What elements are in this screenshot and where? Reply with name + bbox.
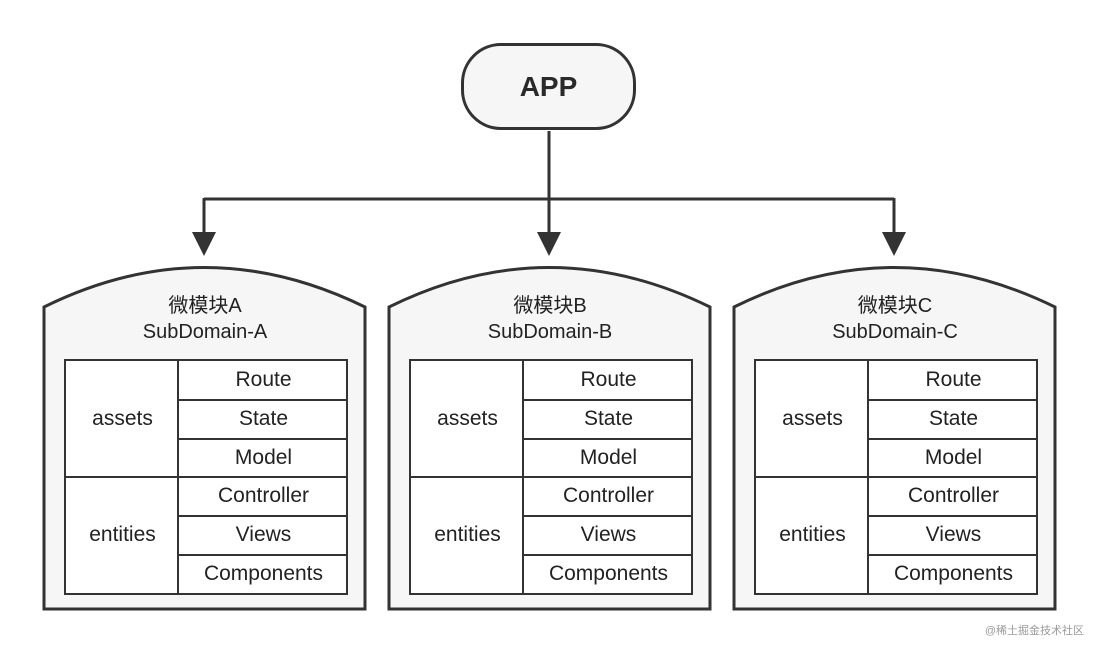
module-title-cn: 微模块C xyxy=(857,295,933,317)
module-a: 微模块A SubDomain-A assets entities Route S… xyxy=(44,262,366,611)
app-label: APP xyxy=(519,70,578,102)
grid-line xyxy=(524,554,691,556)
group-label-entities: entities xyxy=(434,523,501,546)
item-components: Components xyxy=(203,562,324,585)
grid-line xyxy=(869,515,1036,517)
item-views: Views xyxy=(235,523,292,546)
item-route: Route xyxy=(580,368,637,391)
item-model: Model xyxy=(924,446,983,469)
grid-line xyxy=(411,476,691,478)
grid-line xyxy=(869,438,1036,440)
module-title-en: SubDomain-A xyxy=(142,321,268,343)
item-model: Model xyxy=(579,446,638,469)
item-state: State xyxy=(583,407,634,430)
group-label-entities: entities xyxy=(89,523,156,546)
grid-line xyxy=(66,476,346,478)
item-views: Views xyxy=(925,523,982,546)
grid-line xyxy=(179,399,346,401)
grid-line xyxy=(179,515,346,517)
item-controller: Controller xyxy=(907,484,1000,507)
grid-line xyxy=(179,554,346,556)
group-label-assets: assets xyxy=(437,407,498,430)
item-controller: Controller xyxy=(217,484,310,507)
module-b: 微模块B SubDomain-B assets entities Route S… xyxy=(389,262,711,611)
grid-line xyxy=(524,399,691,401)
module-grid: assets entities Route State Model Contro… xyxy=(64,359,348,595)
item-components: Components xyxy=(548,562,669,585)
module-title-en: SubDomain-C xyxy=(832,321,958,343)
watermark: @稀土掘金技术社区 xyxy=(984,625,1084,637)
module-title-cn: 微模块B xyxy=(513,295,587,317)
item-controller: Controller xyxy=(562,484,655,507)
group-label-assets: assets xyxy=(782,407,843,430)
grid-line xyxy=(869,399,1036,401)
module-c: 微模块C SubDomain-C assets entities Route S… xyxy=(734,262,1056,611)
grid-line xyxy=(179,438,346,440)
item-views: Views xyxy=(580,523,637,546)
item-route: Route xyxy=(235,368,292,391)
group-label-entities: entities xyxy=(779,523,846,546)
module-grid: assets entities Route State Model Contro… xyxy=(409,359,693,595)
group-label-assets: assets xyxy=(92,407,153,430)
item-state: State xyxy=(238,407,289,430)
module-title-en: SubDomain-B xyxy=(487,321,613,343)
item-state: State xyxy=(928,407,979,430)
item-components: Components xyxy=(893,562,1014,585)
item-route: Route xyxy=(925,368,982,391)
grid-line xyxy=(869,554,1036,556)
item-model: Model xyxy=(234,446,293,469)
grid-line xyxy=(524,515,691,517)
grid-line xyxy=(756,476,1036,478)
module-title-cn: 微模块A xyxy=(168,295,242,317)
app-node: APP xyxy=(461,43,636,130)
module-grid: assets entities Route State Model Contro… xyxy=(754,359,1038,595)
grid-line xyxy=(524,438,691,440)
